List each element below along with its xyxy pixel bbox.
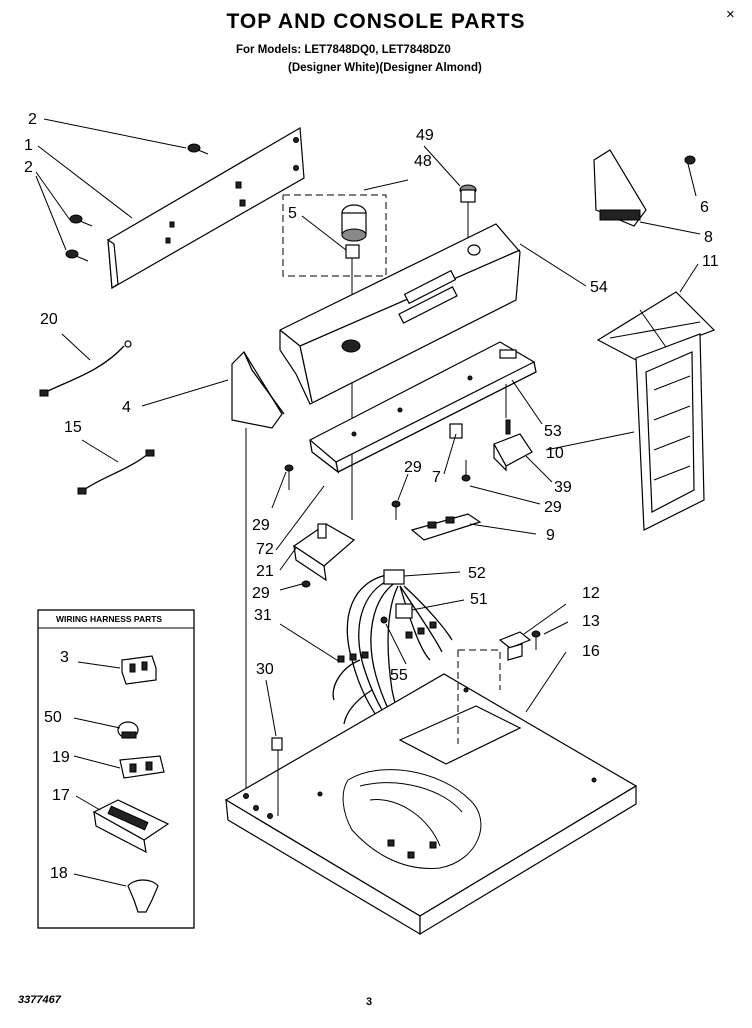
wire-part-15 [77, 449, 155, 495]
page-title: TOP AND CONSOLE PARTS [226, 10, 526, 33]
bracket-part-8 [593, 149, 696, 227]
callout-21: 21 [256, 563, 274, 580]
colors-line: (Designer White)(Designer Almond) [288, 62, 482, 74]
callout-31: 31 [254, 607, 272, 624]
callout-10: 10 [546, 445, 564, 462]
callout-72: 72 [256, 541, 274, 558]
filter-cover-part-11 [596, 291, 716, 361]
callout-2: 2 [28, 111, 37, 128]
callout-51: 51 [470, 591, 488, 608]
end-cap-part-4 [231, 351, 285, 820]
rear-bracket-part [107, 127, 305, 290]
clip-part-30 [271, 737, 283, 816]
callout-48: 48 [414, 153, 432, 170]
dryer-top-part-16 [224, 649, 638, 936]
harness-connector-50 [117, 721, 139, 739]
callout-16: 16 [582, 643, 600, 660]
callout-29: 29 [252, 585, 270, 602]
callout-29: 29 [252, 517, 270, 534]
timer-part-21 [292, 523, 356, 582]
terminal-block-part-9 [410, 513, 482, 541]
callout-13: 13 [582, 613, 600, 630]
harness-connector-17 [92, 799, 170, 854]
console-rail-part [308, 341, 537, 474]
close-icon: × [726, 6, 735, 23]
callout-29: 29 [404, 459, 422, 476]
callout-49: 49 [416, 127, 434, 144]
models-line: For Models: LET7848DQ0, LET7848DZ0 [236, 44, 451, 56]
callout-17: 17 [52, 787, 70, 804]
callout-6: 6 [700, 199, 709, 216]
harness-connector-18 [127, 879, 159, 913]
callout-30: 30 [256, 661, 274, 678]
callout-54: 54 [590, 279, 608, 296]
wiring-harness-box [37, 609, 195, 929]
callout-4: 4 [122, 399, 131, 416]
callout-39: 39 [554, 479, 572, 496]
wire-part-20 [39, 340, 132, 397]
screw-part-29 [284, 460, 471, 588]
page-number: 3 [366, 996, 373, 1008]
callout-52: 52 [468, 565, 486, 582]
callout-50: 50 [44, 709, 62, 726]
callout-11: 11 [702, 253, 719, 270]
callout-5: 5 [288, 205, 297, 222]
harness-connector-3 [121, 655, 157, 685]
callout-1: 1 [24, 137, 33, 154]
knob-part-49 [459, 184, 477, 255]
callout-labels: 2 1 2 49 48 5 6 8 11 54 20 4 53 10 15 29… [24, 111, 719, 882]
callout-53: 53 [544, 423, 562, 440]
callout-15: 15 [64, 419, 82, 436]
callout-20: 20 [40, 311, 58, 328]
callout-3: 3 [60, 649, 69, 666]
callout-8: 8 [704, 229, 713, 246]
leader-lines [35, 118, 701, 887]
callout-19: 19 [52, 749, 70, 766]
callout-7: 7 [432, 469, 441, 486]
harness-box-title: WIRING HARNESS PARTS [56, 614, 162, 624]
callout-29: 29 [544, 499, 562, 516]
callout-18: 18 [50, 865, 68, 882]
document-number: 3377467 [18, 994, 61, 1006]
callout-9: 9 [546, 527, 555, 544]
clip-part-7 [449, 423, 463, 439]
switch-part-39 [493, 384, 533, 472]
console-panel-part [279, 223, 521, 405]
callout-2: 2 [24, 159, 33, 176]
callout-55: 55 [390, 667, 408, 684]
callout-12: 12 [582, 585, 600, 602]
bracket-part-12 [498, 630, 541, 661]
knob-kit-box [282, 194, 387, 520]
screw-part-2 [65, 143, 209, 262]
harness-connector-19 [119, 755, 165, 779]
lint-filter-part-10 [635, 333, 705, 531]
